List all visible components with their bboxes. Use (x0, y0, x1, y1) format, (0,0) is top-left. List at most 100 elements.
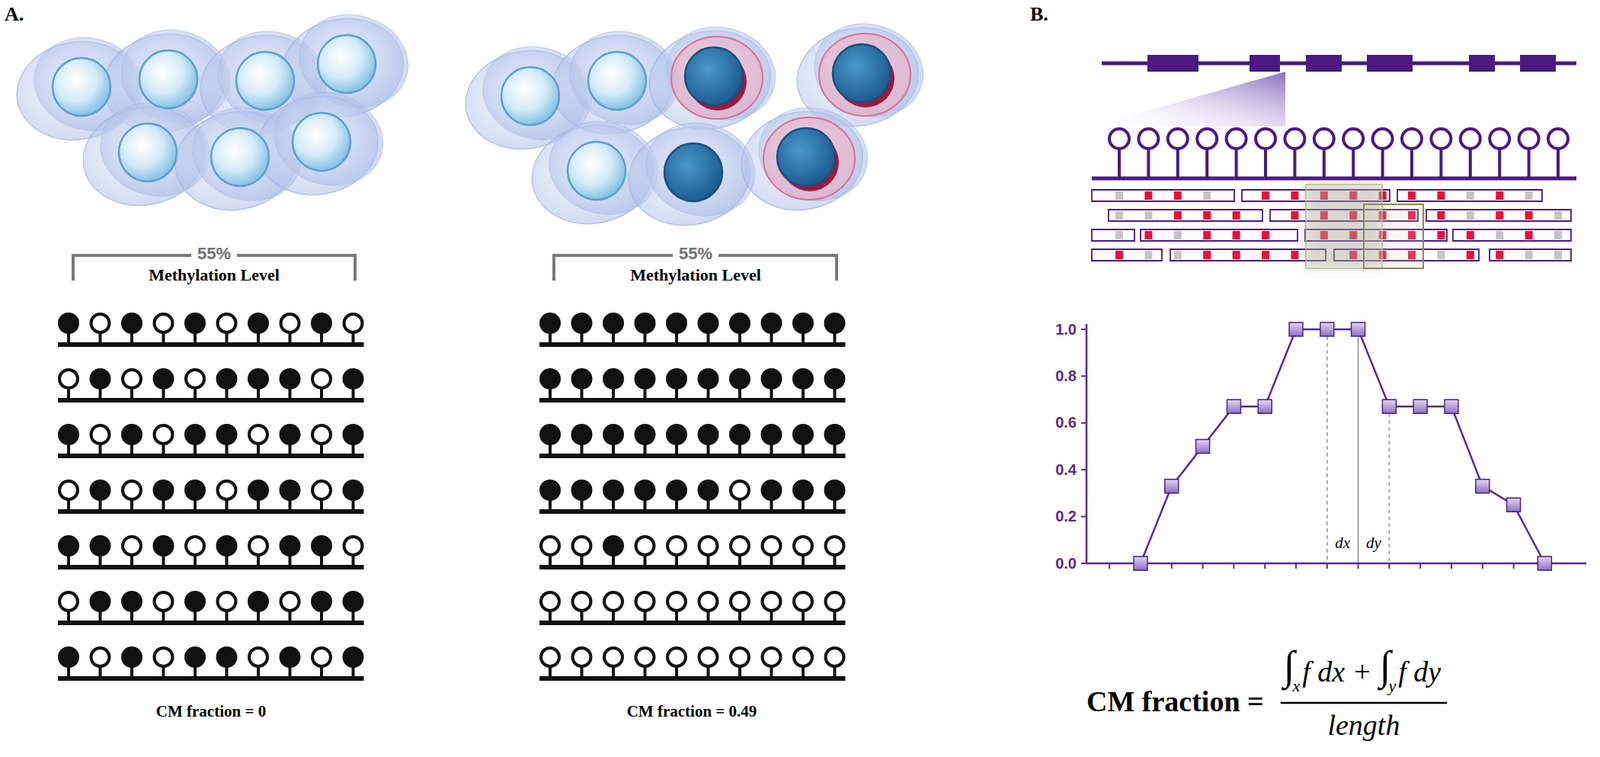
read-line (57, 453, 365, 458)
methylated-cpg (59, 536, 78, 555)
read-line (57, 508, 365, 514)
cpg-stick (352, 499, 356, 512)
percent-label: 55% (197, 243, 231, 263)
unmethylated-cpg (312, 480, 331, 500)
cpg-stick (738, 499, 742, 512)
x-tick (1295, 563, 1297, 569)
read-line (57, 342, 365, 347)
unmethylated-cpg (217, 592, 237, 611)
cpg-stick (99, 332, 103, 345)
methylated-cpg (762, 480, 781, 500)
nucleus (211, 128, 269, 186)
cpg-site (1138, 128, 1159, 149)
cpg-stick (548, 665, 552, 679)
cpg-site (1226, 128, 1247, 149)
cpg-stick (320, 610, 324, 623)
unmethylated-mark (1174, 250, 1182, 260)
unmethylated-cpg (825, 592, 845, 611)
read-line (539, 508, 846, 514)
cpg-stick (130, 499, 134, 512)
methylated-mark (1203, 230, 1211, 240)
unmethylated-cpg (154, 647, 173, 666)
methylated-cpg (636, 425, 655, 444)
methylated-cpg (667, 480, 686, 500)
cpg-stick (548, 610, 552, 623)
cpg-stick (130, 554, 134, 567)
methylated-mark (1495, 250, 1504, 260)
unmethylated-cpg (730, 592, 749, 611)
cpg-stick (352, 610, 356, 623)
cpg-stick (67, 332, 71, 345)
cpg-stick (162, 443, 166, 456)
cpg-stick (580, 443, 584, 456)
methylated-cpg (249, 313, 268, 333)
read-line (539, 397, 846, 403)
cpg-stick (707, 387, 711, 400)
methylated-cpg (762, 313, 781, 333)
unmethylated-cpg (604, 647, 623, 666)
methylated-cpg (604, 425, 623, 444)
cpg-site (1109, 128, 1130, 149)
cpg-stick (225, 554, 229, 567)
cpg-stick (99, 610, 103, 623)
cpg-stick (352, 387, 356, 400)
y-axis (1085, 323, 1088, 564)
cpg-stick (548, 387, 552, 400)
methylated-mark (1261, 230, 1270, 240)
cpg-stick (1468, 148, 1472, 179)
cpg-stick (833, 387, 837, 400)
read-box (1397, 189, 1543, 202)
exon-box (1468, 54, 1495, 72)
methylated-cpg (312, 536, 331, 555)
x-tick (1450, 563, 1453, 569)
methylated-mark (1144, 230, 1152, 240)
methylated-cpg (667, 313, 686, 333)
cpg-stick (611, 499, 615, 512)
methylated-cpg (762, 425, 781, 444)
x-tick (1326, 563, 1328, 569)
unmethylated-cpg (636, 647, 655, 666)
methylated-cpg (604, 369, 623, 388)
unmethylated-cpg (762, 592, 781, 611)
unmethylated-cpg (217, 480, 237, 500)
differential-label: dx (1334, 533, 1351, 552)
cpg-stick (99, 443, 103, 456)
cpg-stick (320, 387, 324, 400)
cpg-stick (675, 554, 679, 567)
methylated-cpg (540, 480, 560, 500)
methylated-cpg (281, 536, 300, 555)
unmethylated-mark (1554, 211, 1562, 220)
methylation-reads (539, 313, 846, 679)
data-marker (1507, 497, 1521, 512)
unmethylated-cpg (249, 425, 268, 444)
methylated-cpg (185, 480, 205, 500)
methylated-cpg (572, 480, 592, 500)
methylated-cpg (185, 647, 205, 666)
cpg-stick (193, 610, 197, 623)
unmethylated-cpg (540, 592, 560, 611)
cpg-stick (770, 332, 774, 345)
cpg-stick (67, 554, 71, 567)
unmethylated-mark (1203, 191, 1211, 200)
methylated-cpg (91, 536, 110, 555)
x-tick (1171, 563, 1173, 569)
unmethylated-cpg (91, 425, 110, 444)
cpg-site (1343, 128, 1364, 149)
cpg-stick (256, 387, 260, 400)
methylated-cpg (217, 647, 237, 666)
cpg-stick (193, 665, 197, 679)
integral-subscript: y (1388, 675, 1396, 695)
percent-label: 55% (678, 243, 713, 263)
cpg-stick (99, 499, 103, 512)
cpg-stick (225, 665, 229, 679)
track-line (1091, 176, 1577, 181)
cpg-stick (99, 554, 103, 567)
methylated-mark (1495, 191, 1504, 200)
exon-box (1366, 54, 1413, 72)
cpg-stick (256, 332, 260, 345)
cpg-stick (1439, 148, 1443, 179)
nucleus (832, 44, 891, 103)
cpg-stick (611, 665, 615, 679)
cpg-stick (225, 610, 229, 623)
